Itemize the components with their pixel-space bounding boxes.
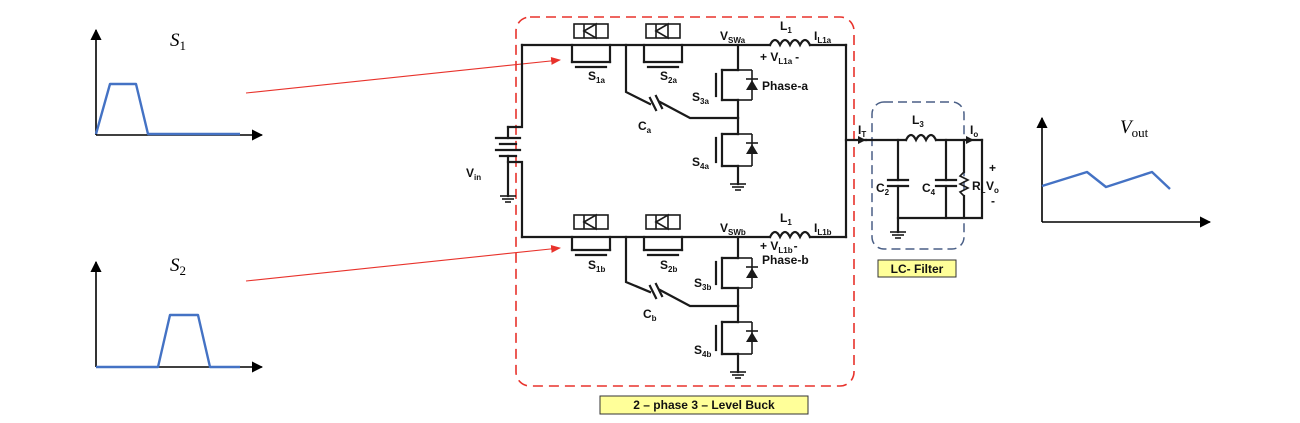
s1-gate-arrow <box>245 56 561 94</box>
s2-title: S2 <box>170 255 186 278</box>
s4b-label: S4b <box>694 343 711 359</box>
vl1b-label: + VL1b- <box>760 239 798 255</box>
switch-s4a <box>714 116 758 191</box>
inductor-l3 <box>904 133 938 143</box>
s2-waveform-plot: S2 <box>90 255 264 373</box>
load-resistor <box>958 171 970 197</box>
switch-s4b <box>714 304 758 379</box>
il1b-label: IL1b <box>814 221 832 237</box>
filter-caption-box <box>877 259 957 278</box>
buck-converter-box <box>515 16 855 387</box>
vo-label: Vo <box>986 179 999 195</box>
buck-circuit: Vin S1a S2a Ca <box>466 19 868 379</box>
io-label: Io <box>970 123 978 139</box>
s1b-label: S1b <box>588 258 605 274</box>
switch-s3a <box>714 43 758 120</box>
switch-s2a <box>642 22 684 69</box>
vout-waveform-plot: Vout <box>1036 116 1212 228</box>
ca-label: Ca <box>638 119 652 135</box>
il1a-label: IL1a <box>814 29 832 45</box>
switch-s2b <box>642 213 684 257</box>
vo-plus-sign: + <box>989 161 996 175</box>
s3a-label: S3a <box>692 90 709 106</box>
filter-caption: LC- Filter <box>891 262 944 276</box>
s1-title: S1 <box>170 30 186 53</box>
s3b-label: S3b <box>694 276 711 292</box>
vo-minus-sign: - <box>991 194 995 208</box>
s1-pulse-trace <box>94 82 240 136</box>
s2-gate-arrow <box>245 244 561 282</box>
vout-ripple-trace <box>1041 170 1171 190</box>
vin-label: Vin <box>466 166 481 182</box>
buck-caption-box <box>599 395 809 415</box>
switch-s1a <box>570 22 612 69</box>
l1-bottom-label: L1 <box>780 211 792 227</box>
switch-s1b <box>570 213 612 257</box>
phase-b-label: Phase-b <box>762 253 809 267</box>
s2-pulse-trace <box>96 313 240 369</box>
switch-s3b <box>714 235 758 308</box>
lc-filter-circuit: L3 Io C2 C4 RL Vo + - <box>864 113 999 239</box>
vin-source <box>494 125 522 203</box>
s1a-label: S1a <box>588 69 605 85</box>
s2a-label: S2a <box>660 69 677 85</box>
it-label: IT <box>858 123 866 139</box>
vswb-label: VSWb <box>720 221 746 237</box>
s1-waveform-plot: S1 <box>90 28 264 141</box>
vl1a-label: + VL1a- <box>760 50 799 66</box>
inductor-l1-bottom <box>768 230 812 240</box>
lc-filter-box <box>871 101 965 250</box>
buck-caption: 2 – phase 3 – Level Buck <box>633 398 775 412</box>
l3-label: L3 <box>912 113 924 129</box>
s4a-label: S4a <box>692 155 709 171</box>
left-rail-bottom <box>506 160 524 239</box>
cb-label: Cb <box>643 307 657 323</box>
c2-label: C2 <box>876 181 890 197</box>
s2b-label: S2b <box>660 258 677 274</box>
left-rail-top <box>506 43 524 129</box>
rl-label: RL <box>972 179 986 195</box>
l1-top-label: L1 <box>780 19 792 35</box>
vout-title: Vout <box>1120 117 1149 140</box>
vswa-label: VSWa <box>720 29 746 45</box>
c4-label: C4 <box>922 181 936 197</box>
inductor-l1-top <box>768 38 812 48</box>
phase-a-label: Phase-a <box>762 79 808 93</box>
